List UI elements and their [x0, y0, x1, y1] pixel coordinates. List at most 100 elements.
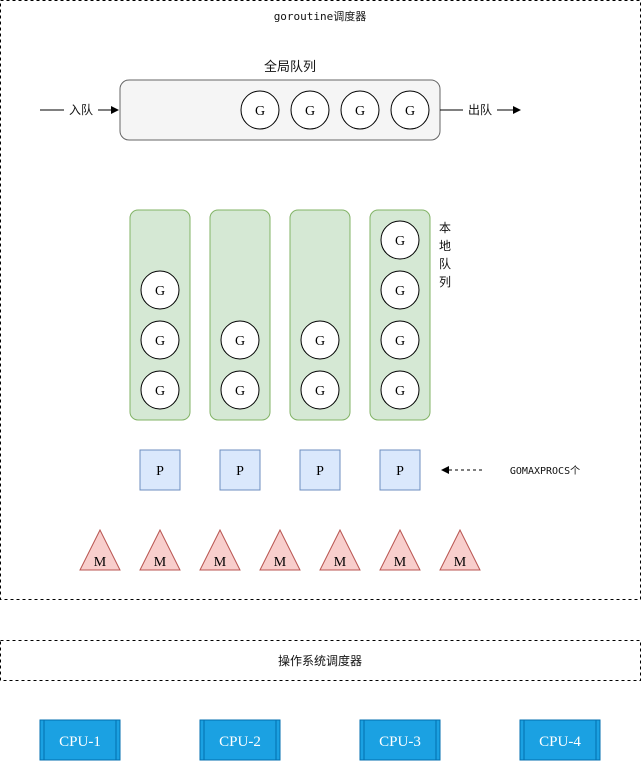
goroutine-label: G [255, 104, 265, 119]
local-queue-1 [129, 209, 191, 421]
goroutine-label: G [155, 384, 165, 399]
thread-7: M [439, 528, 481, 571]
processor-box [379, 449, 421, 491]
cpu-1: CPU-1 [39, 719, 121, 761]
cpu-3: CPU-3 [359, 719, 441, 761]
thread-3: M [199, 528, 241, 571]
goroutine-label: G [155, 284, 165, 299]
local-goroutine-4-3: G [380, 320, 420, 360]
global-goroutine-2: G [290, 90, 330, 130]
local-queue-label-char-1: 本 [439, 221, 451, 235]
local-goroutine-3-2: G [300, 370, 340, 410]
goroutine-circle [380, 270, 420, 310]
goroutine-circle [140, 370, 180, 410]
goroutine-circle [220, 370, 260, 410]
processor-box [139, 449, 181, 491]
thread-label: M [274, 555, 287, 570]
processor-3: P [299, 449, 341, 491]
local-goroutine-4-4: G [380, 370, 420, 410]
goroutine-label: G [395, 234, 405, 249]
processor-2: P [219, 449, 261, 491]
goroutine-circle [340, 90, 380, 130]
cpu-2: CPU-2 [199, 719, 281, 761]
thread-4: M [259, 528, 301, 571]
goroutine-circle [240, 90, 280, 130]
thread-label: M [154, 555, 167, 570]
cpu-box [199, 719, 281, 761]
dequeue-label: 出队 [468, 102, 492, 117]
thread-2: M [139, 528, 181, 571]
thread-label: M [94, 555, 107, 570]
goroutine-scheduler-box [0, 0, 641, 600]
goroutine-scheduler-title: goroutine调度器 [274, 9, 367, 23]
local-queue-2 [209, 209, 271, 421]
processor-4: P [379, 449, 421, 491]
processor-box [299, 449, 341, 491]
goroutine-label: G [315, 334, 325, 349]
thread-label: M [214, 555, 227, 570]
goroutine-label: G [315, 384, 325, 399]
local-goroutine-2-2: G [220, 370, 260, 410]
thread-label: M [334, 555, 347, 570]
global-goroutine-1: G [240, 90, 280, 130]
local-goroutine-1-3: G [140, 370, 180, 410]
global-goroutine-4: G [390, 90, 430, 130]
goroutine-label: G [305, 104, 315, 119]
goroutine-label: G [405, 104, 415, 119]
thread-label: M [454, 555, 467, 570]
thread-6: M [379, 528, 421, 571]
goroutine-label: G [395, 284, 405, 299]
thread-triangle [319, 528, 361, 571]
processor-label: P [236, 464, 244, 479]
thread-triangle [259, 528, 301, 571]
thread-triangle [139, 528, 181, 571]
goroutine-label: G [395, 334, 405, 349]
local-goroutine-1-2: G [140, 320, 180, 360]
local-queue-3 [289, 209, 351, 421]
processor-label: P [396, 464, 404, 479]
enqueue-label: 入队 [69, 102, 93, 117]
thread-triangle [439, 528, 481, 571]
cpu-box [359, 719, 441, 761]
cpu-box [519, 719, 601, 761]
goroutine-label: G [355, 104, 365, 119]
local-queue-4 [369, 209, 431, 421]
local-queue-label-char-4: 列 [439, 275, 451, 289]
thread-5: M [319, 528, 361, 571]
cpu-label: CPU-3 [379, 734, 421, 750]
cpu-label: CPU-2 [219, 734, 261, 750]
processor-label: P [156, 464, 164, 479]
goroutine-label: G [235, 334, 245, 349]
cpu-label: CPU-1 [59, 734, 101, 750]
cpu-box [39, 719, 121, 761]
local-queue-label-char-2: 地 [439, 239, 451, 253]
goroutine-circle [300, 370, 340, 410]
gomaxprocs-label: GOMAXPROCS个 [510, 465, 580, 477]
processor-label: P [316, 464, 324, 479]
thread-triangle [379, 528, 421, 571]
local-goroutine-4-1: G [380, 220, 420, 260]
goroutine-circle [140, 270, 180, 310]
cpu-4: CPU-4 [519, 719, 601, 761]
goroutine-circle [390, 90, 430, 130]
local-goroutine-3-1: G [300, 320, 340, 360]
thread-label: M [394, 555, 407, 570]
cpu-label: CPU-4 [539, 734, 581, 750]
goroutine-circle [300, 320, 340, 360]
thread-triangle [199, 528, 241, 571]
goroutine-circle [380, 220, 420, 260]
goroutine-label: G [395, 384, 405, 399]
local-goroutine-2-1: G [220, 320, 260, 360]
processor-1: P [139, 449, 181, 491]
local-goroutine-1-1: G [140, 270, 180, 310]
global-queue-label: 全局队列 [264, 59, 316, 75]
goroutine-circle [380, 320, 420, 360]
local-queue-label-char-3: 队 [439, 256, 451, 271]
os-scheduler-title: 操作系统调度器 [278, 653, 362, 668]
thread-1: M [79, 528, 121, 571]
processor-box [219, 449, 261, 491]
goroutine-label: G [155, 334, 165, 349]
thread-triangle [79, 528, 121, 571]
goroutine-circle [380, 370, 420, 410]
